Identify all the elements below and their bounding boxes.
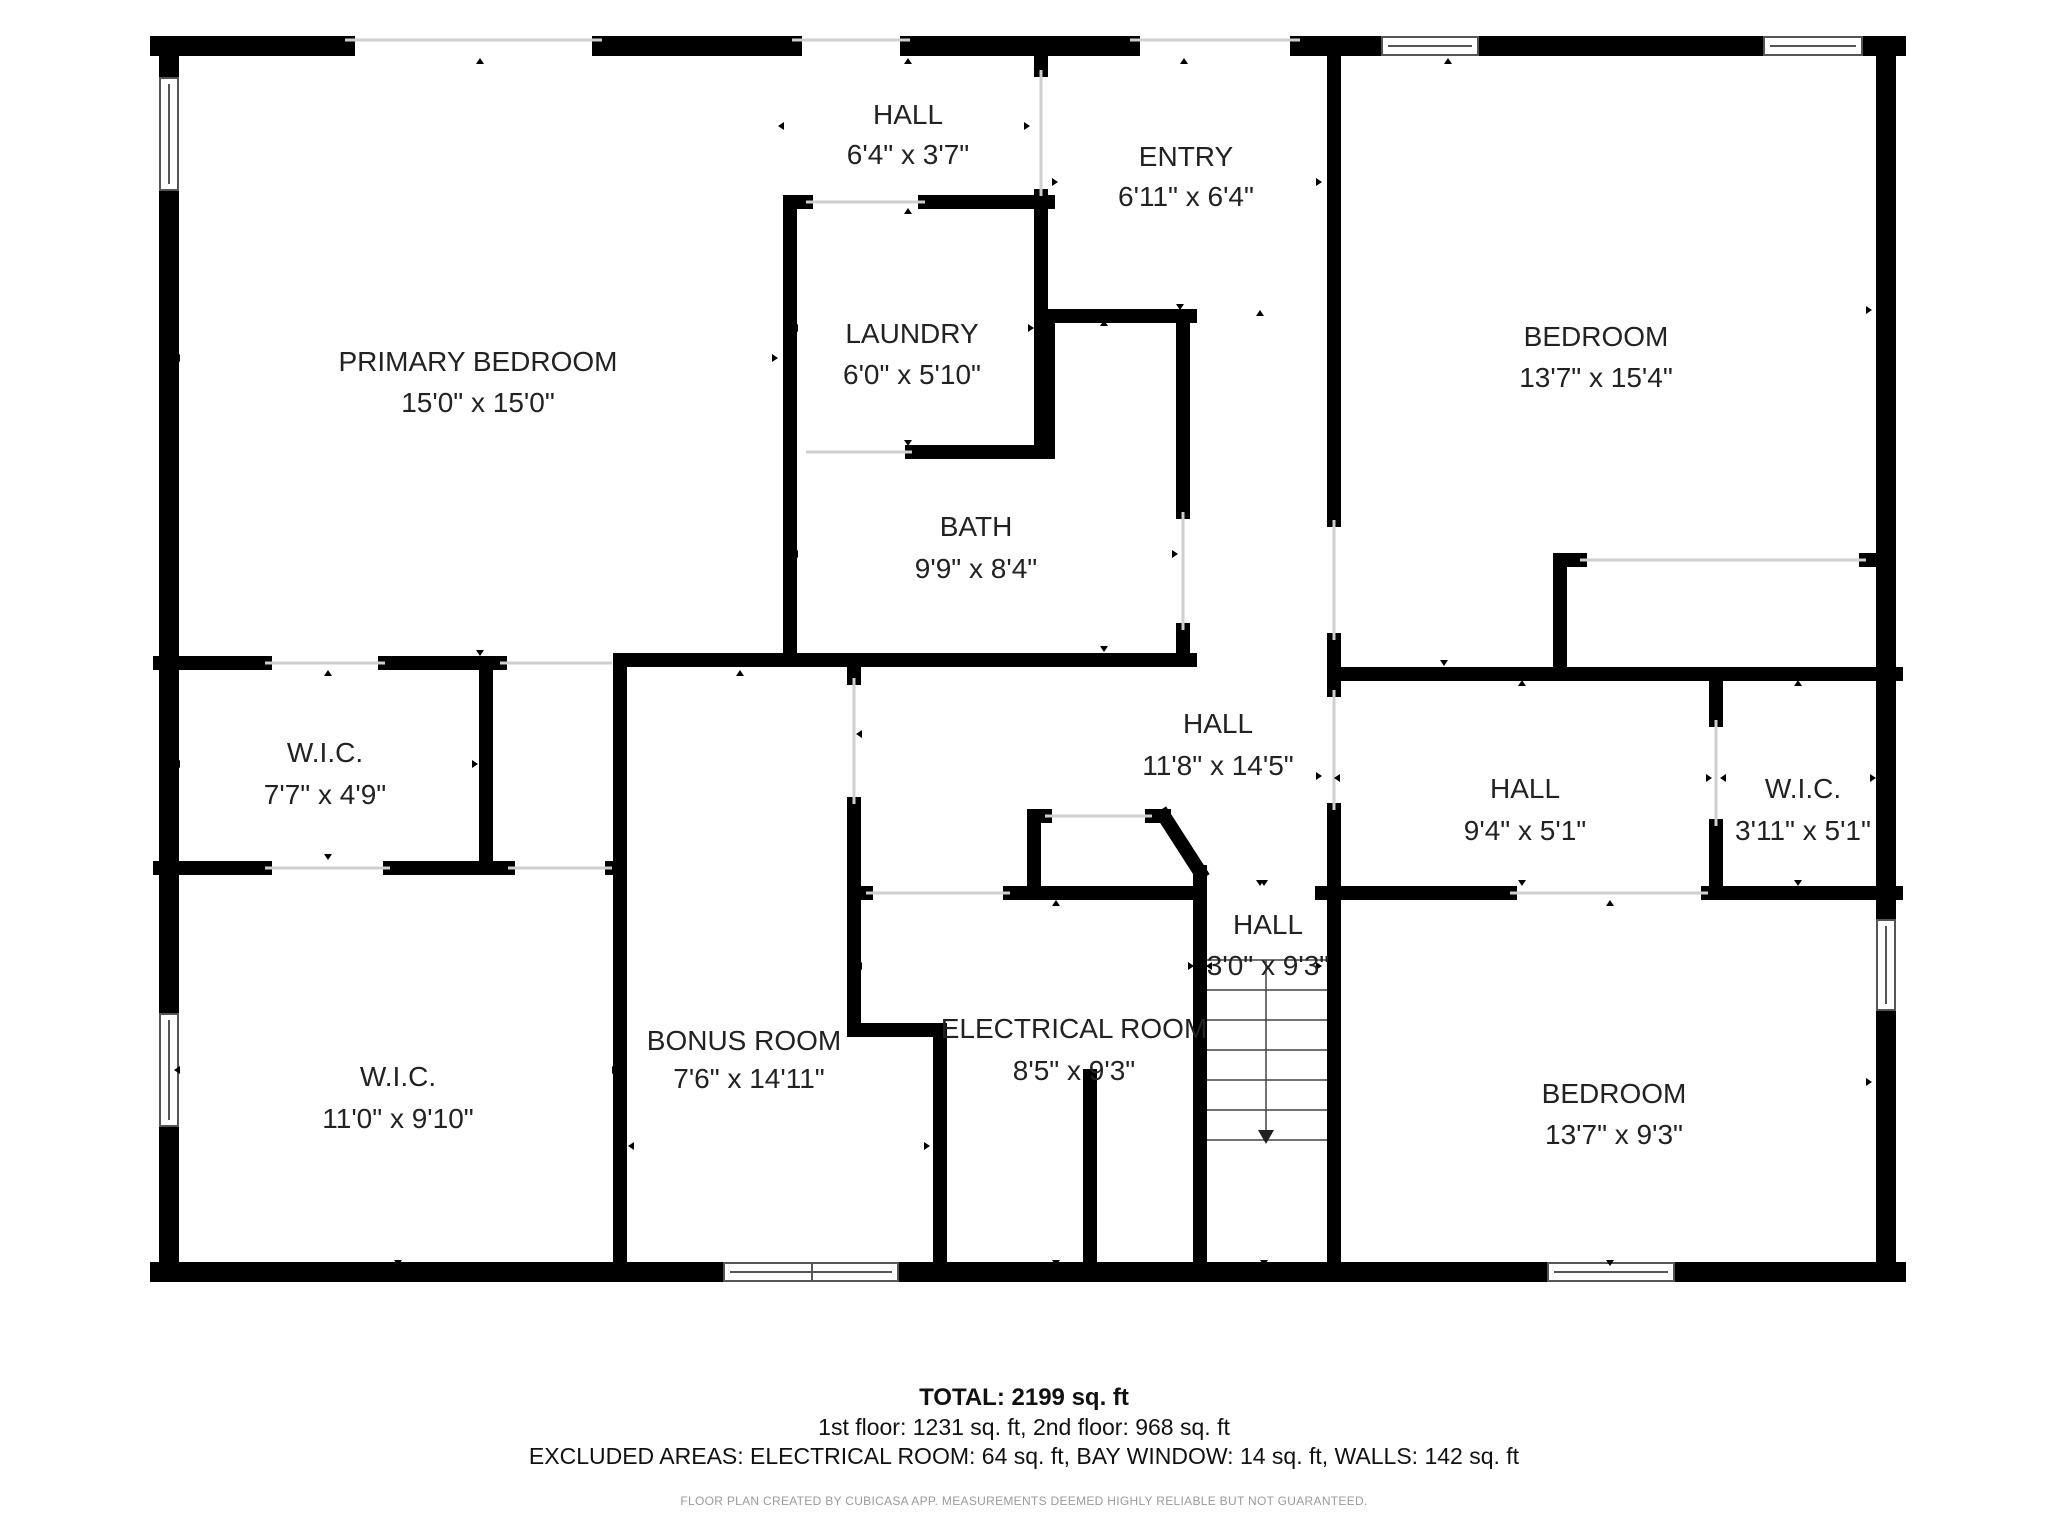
room-wic-small: W.I.C. 7'7" x 4'9"	[264, 737, 386, 810]
room-bonus-room: BONUS ROOM 7'6" x 14'11"	[647, 1025, 841, 1094]
room-bedroom-bottom: BEDROOM 13'7" x 9'3"	[1542, 1078, 1687, 1150]
walls	[150, 36, 1906, 1282]
room-size: 6'11" x 6'4"	[1118, 181, 1254, 212]
total-area: TOTAL: 2199 sq. ft	[0, 1384, 2048, 1412]
room-hall-right: HALL 9'4" x 5'1"	[1464, 773, 1586, 846]
room-size: 3'0" x 9'3"	[1207, 950, 1329, 981]
total-label: TOTAL:	[919, 1384, 1005, 1411]
room-size: 9'9" x 8'4"	[915, 553, 1037, 584]
room-hall-center: HALL 11'8" x 14'5"	[1142, 708, 1293, 781]
room-name: BEDROOM	[1524, 321, 1669, 352]
room-size: 11'0" x 9'10"	[322, 1103, 473, 1134]
room-name: LAUNDRY	[845, 318, 979, 349]
room-name: ELECTRICAL ROOM	[941, 1013, 1208, 1044]
room-electrical-room: ELECTRICAL ROOM 8'5" x 9'3"	[941, 1013, 1208, 1086]
room-name: W.I.C.	[1765, 773, 1841, 804]
room-hall-top: HALL 6'4" x 3'7"	[847, 99, 969, 170]
disclaimer: FLOOR PLAN CREATED BY CUBICASA APP. MEAS…	[680, 1494, 1368, 1508]
room-size: 8'5" x 9'3"	[1013, 1055, 1135, 1086]
room-wic-large: W.I.C. 11'0" x 9'10"	[322, 1061, 473, 1134]
room-name: BONUS ROOM	[647, 1025, 841, 1056]
room-name: HALL	[1233, 909, 1303, 940]
excluded-areas: EXCLUDED AREAS: ELECTRICAL ROOM: 64 sq. …	[528, 1443, 1520, 1469]
room-name: HALL	[1183, 708, 1253, 739]
room-name: BEDROOM	[1542, 1078, 1687, 1109]
room-size: 13'7" x 9'3"	[1545, 1119, 1683, 1150]
room-size: 6'0" x 5'10"	[843, 359, 981, 390]
floor-areas: 1st floor: 1231 sq. ft, 2nd floor: 968 s…	[818, 1414, 1230, 1440]
room-name: PRIMARY BEDROOM	[338, 346, 617, 377]
room-laundry: LAUNDRY 6'0" x 5'10"	[843, 318, 981, 390]
room-size: 7'6" x 14'11"	[673, 1063, 824, 1094]
staircase	[1207, 959, 1327, 1144]
room-size: 3'11" x 5'1"	[1735, 815, 1871, 846]
room-wic-right: W.I.C. 3'11" x 5'1"	[1735, 773, 1871, 846]
windows	[159, 36, 1896, 1282]
room-name: HALL	[873, 99, 943, 130]
room-labels: PRIMARY BEDROOM 15'0" x 15'0" HALL 6'4" …	[264, 99, 1871, 1150]
measure-markers	[174, 58, 1876, 1266]
room-size: 13'7" x 15'4"	[1519, 362, 1673, 393]
room-name: W.I.C.	[287, 737, 363, 768]
room-size: 15'0" x 15'0"	[401, 387, 555, 418]
room-primary-bedroom: PRIMARY BEDROOM 15'0" x 15'0"	[338, 346, 617, 418]
room-bath: BATH 9'9" x 8'4"	[915, 511, 1037, 584]
room-size: 9'4" x 5'1"	[1464, 815, 1586, 846]
room-name: W.I.C.	[360, 1061, 436, 1092]
room-size: 6'4" x 3'7"	[847, 139, 969, 170]
openings	[265, 38, 1866, 895]
room-size: 11'8" x 14'5"	[1142, 750, 1293, 781]
room-name: BATH	[940, 511, 1013, 542]
room-size: 7'7" x 4'9"	[264, 779, 386, 810]
room-bedroom-top: BEDROOM 13'7" x 15'4"	[1519, 321, 1673, 393]
room-entry: ENTRY 6'11" x 6'4"	[1118, 141, 1254, 212]
room-name: ENTRY	[1139, 141, 1234, 172]
room-name: HALL	[1490, 773, 1560, 804]
floor-plan: PRIMARY BEDROOM 15'0" x 15'0" HALL 6'4" …	[150, 36, 1906, 1282]
total-value: 2199 sq. ft	[1011, 1384, 1129, 1411]
room-hall-stairs: HALL 3'0" x 9'3"	[1207, 909, 1329, 981]
